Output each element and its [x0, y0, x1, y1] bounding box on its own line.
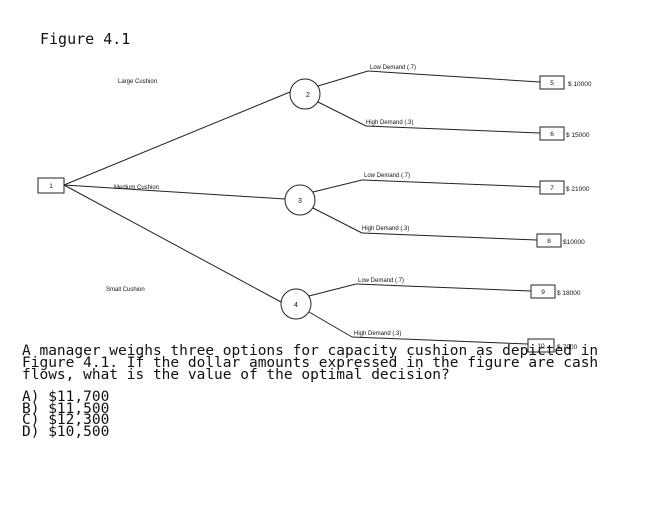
end-node-box-7	[539, 180, 565, 195]
outcome-label-medium-high: High Demand (.3)	[362, 226, 409, 232]
branch-label-small: Small Cushion	[106, 287, 145, 293]
payoff-5: $ 10000	[568, 81, 592, 88]
question-text: A manager weighs three options for capac…	[22, 343, 607, 383]
branch-line-medium	[63, 184, 286, 200]
branch-line-large	[63, 91, 291, 186]
chance-node-small	[280, 288, 312, 320]
option-d[interactable]: D) $10,500	[22, 423, 110, 440]
outcome-label-small-low: Low Demand (.7)	[358, 278, 404, 284]
outcome-line-large-low	[317, 70, 369, 87]
end-node-id-10: 10	[537, 343, 545, 350]
outcome-line-medium-high-h	[361, 232, 538, 241]
end-node-id-8: 8	[547, 238, 551, 245]
outcome-line-small-low	[308, 283, 357, 297]
chance-node-large-id: 2	[306, 92, 310, 99]
chance-node-medium	[284, 184, 316, 216]
end-node-box-6	[539, 126, 565, 141]
option-a[interactable]: A) $11,700	[22, 389, 110, 405]
chance-node-small-id: 4	[294, 302, 298, 309]
decision-node-id: 1	[49, 183, 53, 190]
outcome-line-large-low-h	[367, 70, 541, 83]
chance-node-medium-id: 3	[298, 198, 302, 205]
outcome-line-small-low-h	[355, 283, 532, 292]
payoff-7: $ 21000	[566, 186, 590, 193]
end-node-id-6: 6	[550, 131, 554, 138]
option-c[interactable]: C) $12,300	[22, 412, 110, 428]
answer-options: A) $11,700 B) $11,500 C) $12,300 D) $10,…	[22, 389, 110, 440]
outcome-label-large-low: Low Demand (.7)	[370, 65, 416, 71]
end-node-id-5: 5	[550, 80, 554, 87]
figure-title: Figure 4.1	[40, 30, 131, 48]
end-node-box-8	[536, 233, 562, 248]
outcome-line-medium-low	[312, 179, 363, 193]
outcome-line-small-high	[308, 311, 353, 338]
chance-node-large	[289, 78, 321, 110]
end-node-box-5	[539, 75, 565, 90]
outcome-line-medium-low-h	[361, 179, 541, 188]
option-b[interactable]: B) $11,500	[22, 400, 110, 417]
outcome-line-small-high-h	[351, 336, 529, 345]
outcome-label-large-high: High Demand (.3)	[366, 120, 413, 126]
decision-tree-diagram: 1 Large Cushion Medium Cushion Small Cus…	[37, 65, 592, 353]
payoff-9: $ 18000	[557, 290, 581, 297]
outcome-line-medium-high	[312, 207, 363, 234]
outcome-line-large-high-h	[365, 125, 541, 134]
end-node-id-7: 7	[550, 185, 554, 192]
outcome-line-large-high	[317, 101, 367, 127]
outcome-label-small-high: High Demand (.3)	[354, 331, 401, 337]
end-node-box-10	[527, 338, 555, 353]
branch-label-large: Large Cushion	[118, 79, 157, 85]
payoff-10: $-7000	[557, 344, 578, 351]
branch-label-medium: Medium Cushion	[114, 185, 159, 191]
end-node-box-9	[530, 284, 556, 299]
payoff-6: $ 15000	[566, 132, 590, 139]
branch-line-small	[63, 184, 282, 303]
payoff-8: $10000	[563, 239, 585, 246]
outcome-label-medium-low: Low Demand (.7)	[364, 173, 410, 179]
end-node-id-9: 9	[541, 289, 545, 296]
